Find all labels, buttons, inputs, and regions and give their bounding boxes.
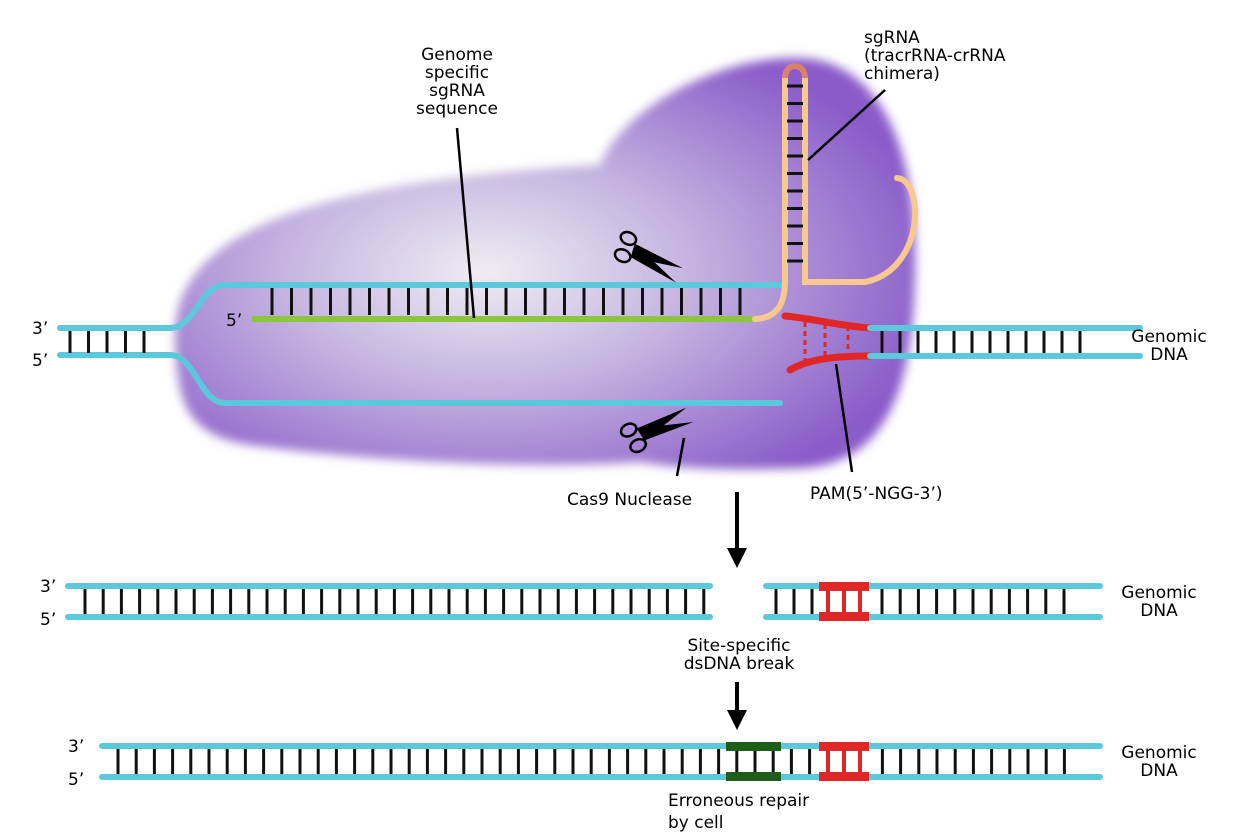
svg-text:Genomic: Genomic: [1121, 743, 1196, 763]
tracr-loop: [782, 63, 808, 79]
top-dna-left-stub: [57, 282, 783, 406]
svg-text:DNA: DNA: [1150, 345, 1188, 365]
cas9-protein: [174, 57, 916, 470]
label-five-prime-1: 5’: [32, 351, 48, 371]
base-pairs-middle-right: [774, 589, 1066, 614]
base-pairs-bottom: [116, 749, 1066, 774]
svg-text:sgRNA: sgRNA: [429, 81, 485, 101]
label-three-prime-3: 3’: [68, 737, 84, 757]
label-five-prime-3: 5’: [68, 770, 84, 790]
svg-text:specific: specific: [425, 63, 489, 83]
label-three-prime-2: 3’: [40, 577, 56, 597]
svg-text:DNA: DNA: [1140, 761, 1178, 781]
base-pairs-middle-left: [83, 589, 706, 614]
label-genomic-dna-1: Genomic DNA: [1131, 327, 1206, 365]
svg-text:chimera): chimera): [864, 64, 940, 84]
svg-text:Erroneous repair: Erroneous repair: [668, 791, 809, 811]
svg-text:sequence: sequence: [416, 99, 498, 119]
svg-text:(tracrRNA-crRNA: (tracrRNA-crRNA: [864, 46, 1006, 66]
label-five-prime-2: 5’: [40, 610, 56, 630]
pam-top-strand: [781, 312, 874, 332]
repair-block: [726, 742, 781, 781]
svg-text:Genome: Genome: [421, 45, 493, 65]
arrow-down-icon: [727, 492, 747, 568]
svg-text:DNA: DNA: [1140, 601, 1178, 621]
base-pairs-top-right: [880, 331, 1082, 353]
svg-text:Genomic: Genomic: [1131, 327, 1206, 347]
label-genomic-dna-2: Genomic DNA: [1121, 583, 1196, 621]
pam-base-pairs: [803, 322, 850, 362]
pam-block-middle: [819, 582, 869, 621]
svg-text:by cell: by cell: [668, 813, 724, 833]
arrow-down-icon: [727, 682, 747, 730]
base-pairs-top-left: [68, 331, 146, 353]
base-pairs-hairpin: [787, 84, 803, 263]
base-pairs-guide: [270, 288, 742, 315]
pam-bottom-strand: [786, 352, 874, 374]
label-genome-specific: Genome specific sgRNA sequence: [416, 45, 498, 119]
label-break: Site-specific dsDNA break: [684, 636, 795, 674]
label-pam: PAM(5’-NGG-3’): [810, 484, 943, 504]
middle-dna: [65, 583, 1103, 620]
pam-block-bottom: [819, 742, 869, 781]
leader-lines: [455, 89, 886, 477]
label-genomic-dna-3: Genomic DNA: [1121, 743, 1196, 781]
label-cas9: Cas9 Nuclease: [567, 490, 692, 510]
label-five-prime-guide: 5’: [226, 311, 242, 331]
svg-text:Site-specific: Site-specific: [687, 636, 790, 656]
tracr-rna: [752, 75, 919, 322]
top-dna-right-stub: [867, 325, 1143, 359]
scissors-icon: [613, 230, 683, 283]
svg-text:Genomic: Genomic: [1121, 583, 1196, 603]
svg-text:dsDNA break: dsDNA break: [684, 654, 795, 674]
bottom-dna: [99, 743, 1103, 780]
label-sgrna: sgRNA (tracrRNA-crRNA chimera): [864, 28, 1006, 84]
svg-text:sgRNA: sgRNA: [864, 28, 920, 48]
label-three-prime-1: 3’: [32, 319, 48, 339]
scissors-icon: [619, 407, 694, 454]
label-repair: Erroneous repair by cell: [668, 791, 809, 833]
